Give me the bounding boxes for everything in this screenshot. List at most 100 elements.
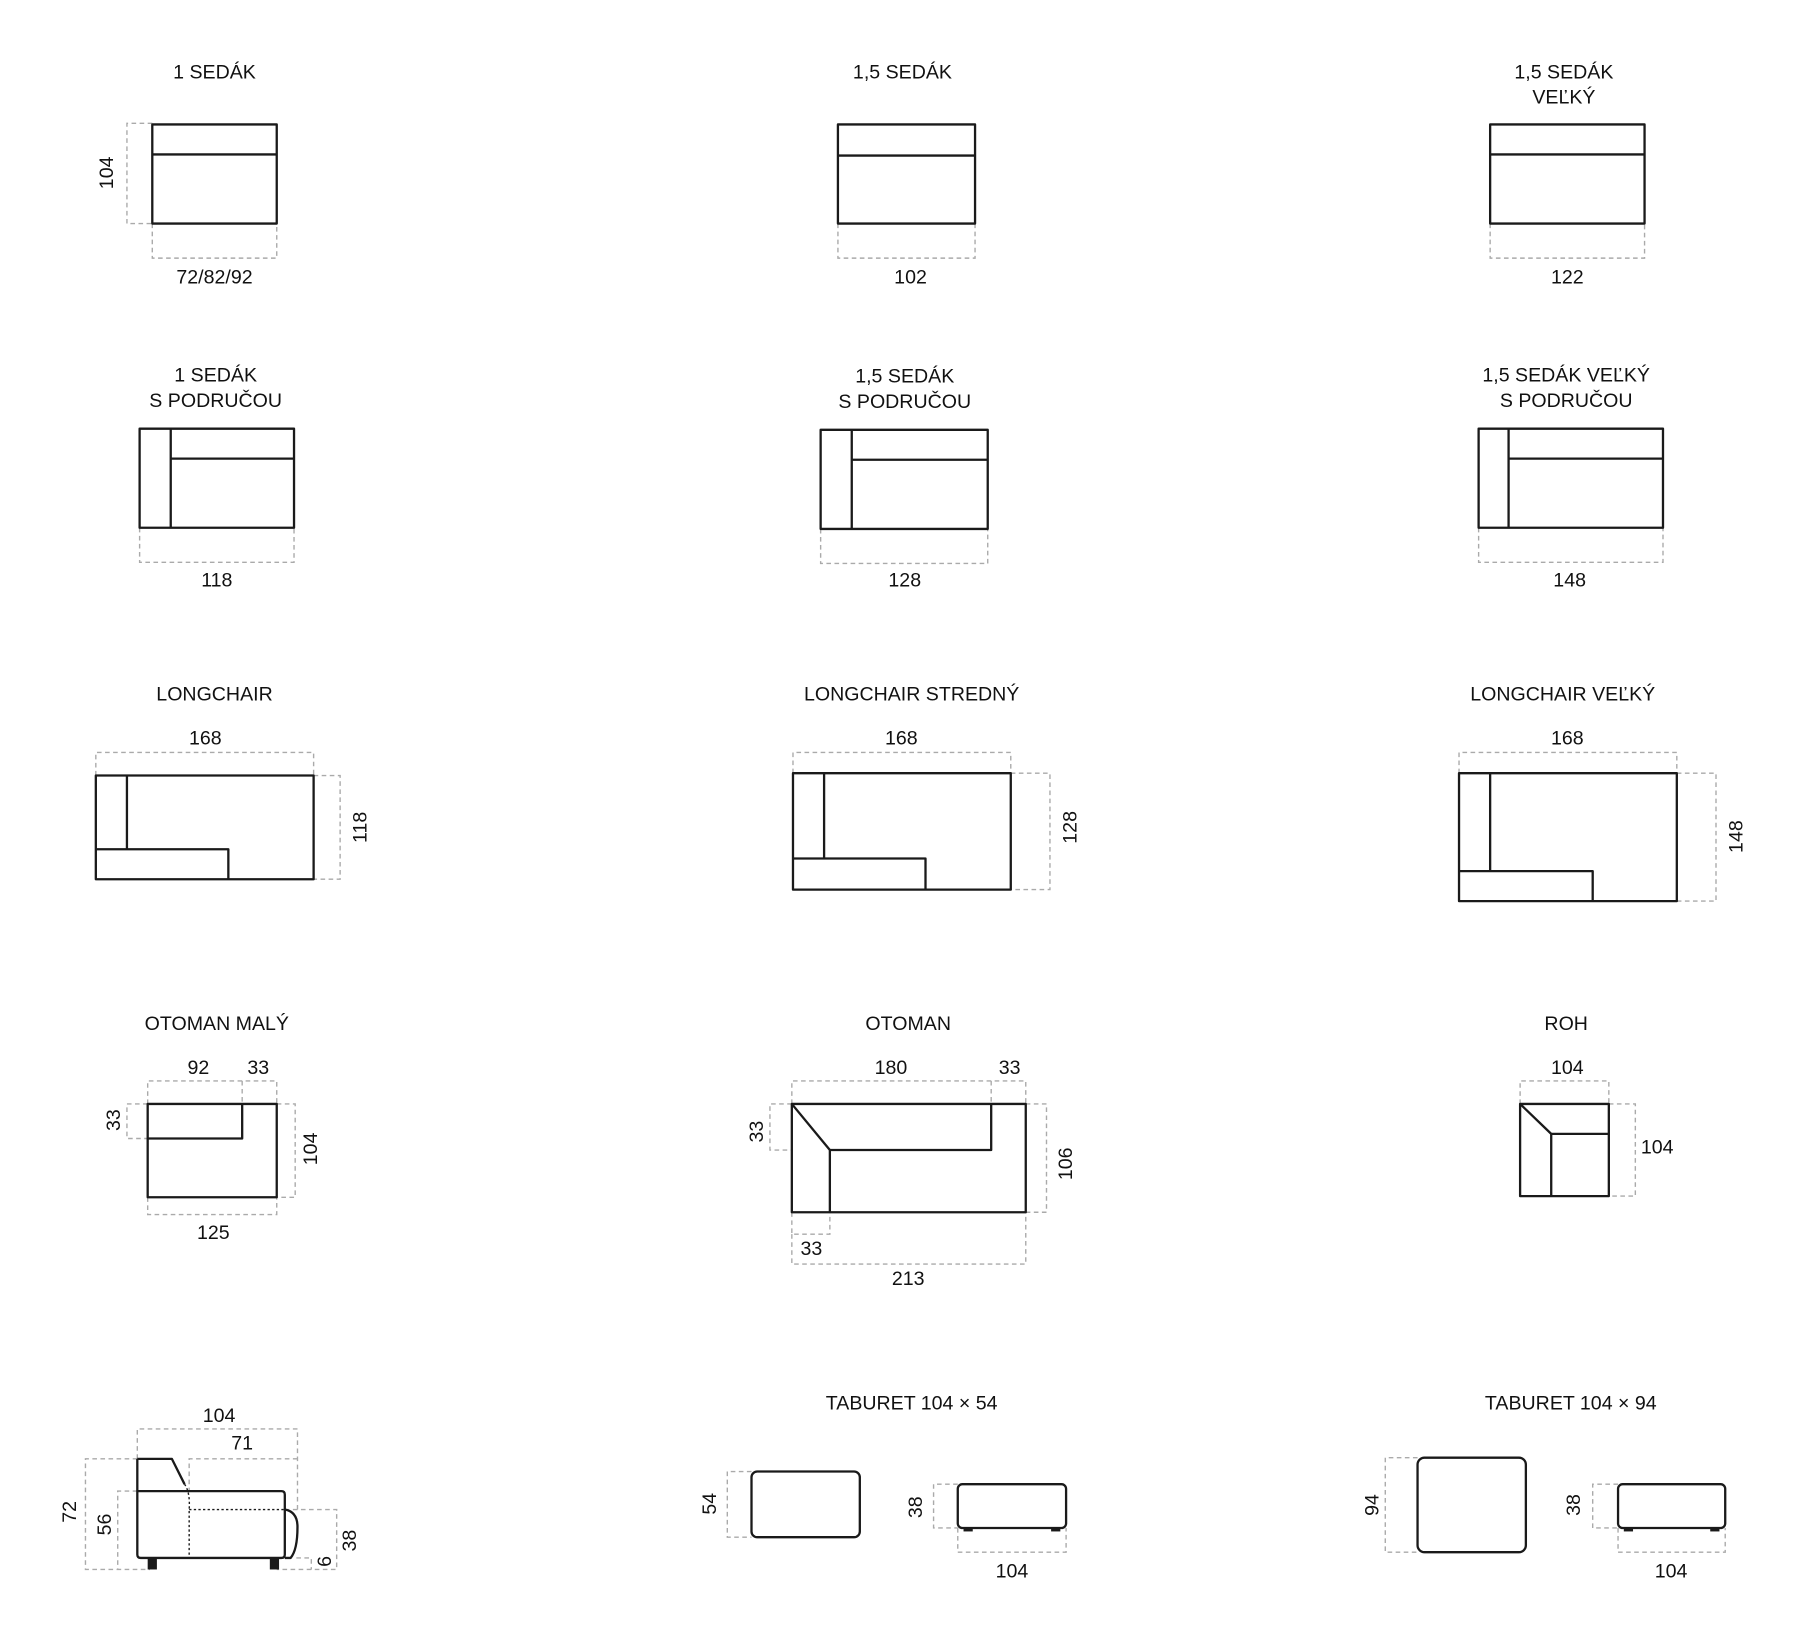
dimension-label: 71	[231, 1433, 253, 1455]
leg	[1623, 1527, 1634, 1532]
side-view	[1616, 1483, 1727, 1530]
module-longchair-velky: LONGCHAIR VEĽKÝ 168 148	[1457, 683, 1748, 903]
armrest-lines	[169, 428, 295, 528]
module-taburet-104x54: TABURET 104 × 54 54 38 104	[699, 1392, 1068, 1583]
module-side-profile: 104 71 72 56 38 6	[59, 1405, 361, 1571]
width-dimension: 72/82/92	[176, 266, 252, 288]
dimension-label: 33	[999, 1057, 1021, 1079]
dimension-label: 54	[699, 1493, 721, 1515]
dimension-lines	[84, 1428, 338, 1571]
width-dimension: 148	[1726, 820, 1748, 853]
length-dimension: 168	[885, 727, 918, 749]
dimension-lines	[819, 528, 989, 565]
dimension-label: 72	[59, 1501, 81, 1523]
dimension-lines	[126, 1080, 296, 1216]
module-title: TABURET 104 × 54	[826, 1392, 998, 1414]
dimension-lines	[1519, 1080, 1637, 1197]
dimension-label: 125	[197, 1222, 230, 1244]
module-title: 1 SEDÁK	[173, 60, 256, 83]
dimension-lines	[726, 1470, 1067, 1553]
dimension-lines	[1477, 527, 1664, 564]
module-1-5-sedak-velky-s-podrucou: 1,5 SEDÁK VEĽKÝ S PODRUČOU 148	[1477, 363, 1665, 592]
module-title: S PODRUČOU	[1500, 389, 1633, 412]
dimension-label: 33	[801, 1238, 823, 1260]
dimension-label: 104	[203, 1405, 236, 1427]
module-1-5-sedak-velky: 1,5 SEDÁK VEĽKÝ 122	[1488, 60, 1646, 288]
module-title: LONGCHAIR STREDNÝ	[804, 683, 1019, 706]
armrest-lines	[850, 429, 988, 529]
dimension-label: 38	[1563, 1494, 1585, 1516]
module-longchair-stredny: LONGCHAIR STREDNÝ 168 128	[791, 683, 1081, 891]
armrest-lines	[1507, 428, 1663, 528]
module-title: LONGCHAIR	[156, 684, 272, 706]
length-dimension: 168	[189, 727, 222, 749]
leg	[147, 1557, 157, 1570]
module-title: TABURET 104 × 94	[1485, 1392, 1657, 1414]
module-1-5-sedak: 1,5 SEDÁK 102	[836, 60, 977, 288]
leg	[269, 1557, 280, 1570]
module-title: OTOMAN MALÝ	[145, 1012, 289, 1035]
seat-outline	[836, 123, 977, 225]
hidden-lines	[183, 1483, 285, 1558]
module-roh: ROH 104 104	[1518, 1013, 1674, 1198]
leg	[1710, 1527, 1720, 1532]
dimension-label: 104	[300, 1132, 322, 1165]
module-title: 1 SEDÁK	[174, 363, 257, 386]
module-title: 1,5 SEDÁK	[855, 365, 954, 388]
sofa-profile-outline	[136, 1457, 286, 1560]
length-dimension: 168	[1551, 727, 1584, 749]
chaise-lines	[792, 773, 927, 890]
module-title: ROH	[1544, 1013, 1588, 1035]
dimension-lines	[837, 223, 976, 259]
corner-lines	[1519, 1103, 1609, 1197]
module-outline	[819, 428, 989, 531]
module-title: S PODRUČOU	[838, 390, 971, 413]
module-title: S PODRUČOU	[149, 389, 282, 412]
width-dimension: 118	[201, 570, 232, 592]
dimension-label: 104	[1655, 1561, 1688, 1583]
module-1-5-sedak-s-podrucou: 1,5 SEDÁK S PODRUČOU 128	[819, 365, 989, 592]
module-otoman: OTOMAN 180 33 33 106 33 213	[746, 1013, 1077, 1290]
dimension-lines	[95, 751, 341, 880]
dimension-label: 33	[247, 1057, 269, 1079]
dimension-label: 33	[746, 1121, 768, 1143]
seat-outline	[1488, 123, 1646, 225]
dimension-lines	[138, 527, 295, 564]
dimension-lines	[126, 122, 278, 259]
chaise-lines	[95, 775, 230, 880]
module-otoman-maly: OTOMAN MALÝ 92 33 33 104 125	[103, 1012, 322, 1244]
backrest-lines	[147, 1103, 244, 1140]
seat-outline	[151, 123, 278, 225]
leg	[1051, 1527, 1061, 1532]
module-title: OTOMAN	[865, 1013, 951, 1035]
module-1-sedak: 1 SEDÁK 104 72/82/92	[96, 60, 278, 288]
dimension-label: 213	[892, 1268, 925, 1290]
top-view	[1416, 1456, 1528, 1554]
module-title: 1,5 SEDÁK VEĽKÝ	[1482, 363, 1650, 386]
module-outline	[94, 774, 315, 881]
dimension-label: 104	[996, 1561, 1029, 1583]
module-title: 1,5 SEDÁK	[853, 60, 952, 83]
dimension-label: 104	[1641, 1136, 1674, 1158]
module-title: LONGCHAIR VEĽKÝ	[1470, 683, 1655, 706]
dimension-label: 94	[1361, 1494, 1383, 1516]
dimension-label: 92	[187, 1057, 209, 1079]
dimension-lines	[792, 751, 1051, 891]
backrest-lines	[790, 1103, 993, 1213]
module-outline	[146, 1102, 278, 1199]
width-dimension: 128	[1059, 811, 1081, 844]
module-longchair: LONGCHAIR 168 118	[94, 684, 372, 881]
dimension-label: 106	[1055, 1147, 1077, 1180]
top-view	[750, 1470, 861, 1539]
width-dimension: 102	[894, 266, 927, 288]
module-outline	[1477, 427, 1665, 529]
armrest-profile	[284, 1508, 299, 1560]
dimension-lines	[1458, 751, 1717, 902]
dimension-lines	[769, 1080, 1048, 1265]
module-outline	[1518, 1102, 1610, 1198]
dimension-label: 33	[103, 1109, 125, 1131]
dimension-label: 104	[1551, 1057, 1584, 1079]
width-dimension: 128	[888, 570, 921, 592]
dimension-lines	[1489, 223, 1646, 259]
module-1-sedak-s-podrucou: 1 SEDÁK S PODRUČOU 118	[138, 363, 296, 592]
